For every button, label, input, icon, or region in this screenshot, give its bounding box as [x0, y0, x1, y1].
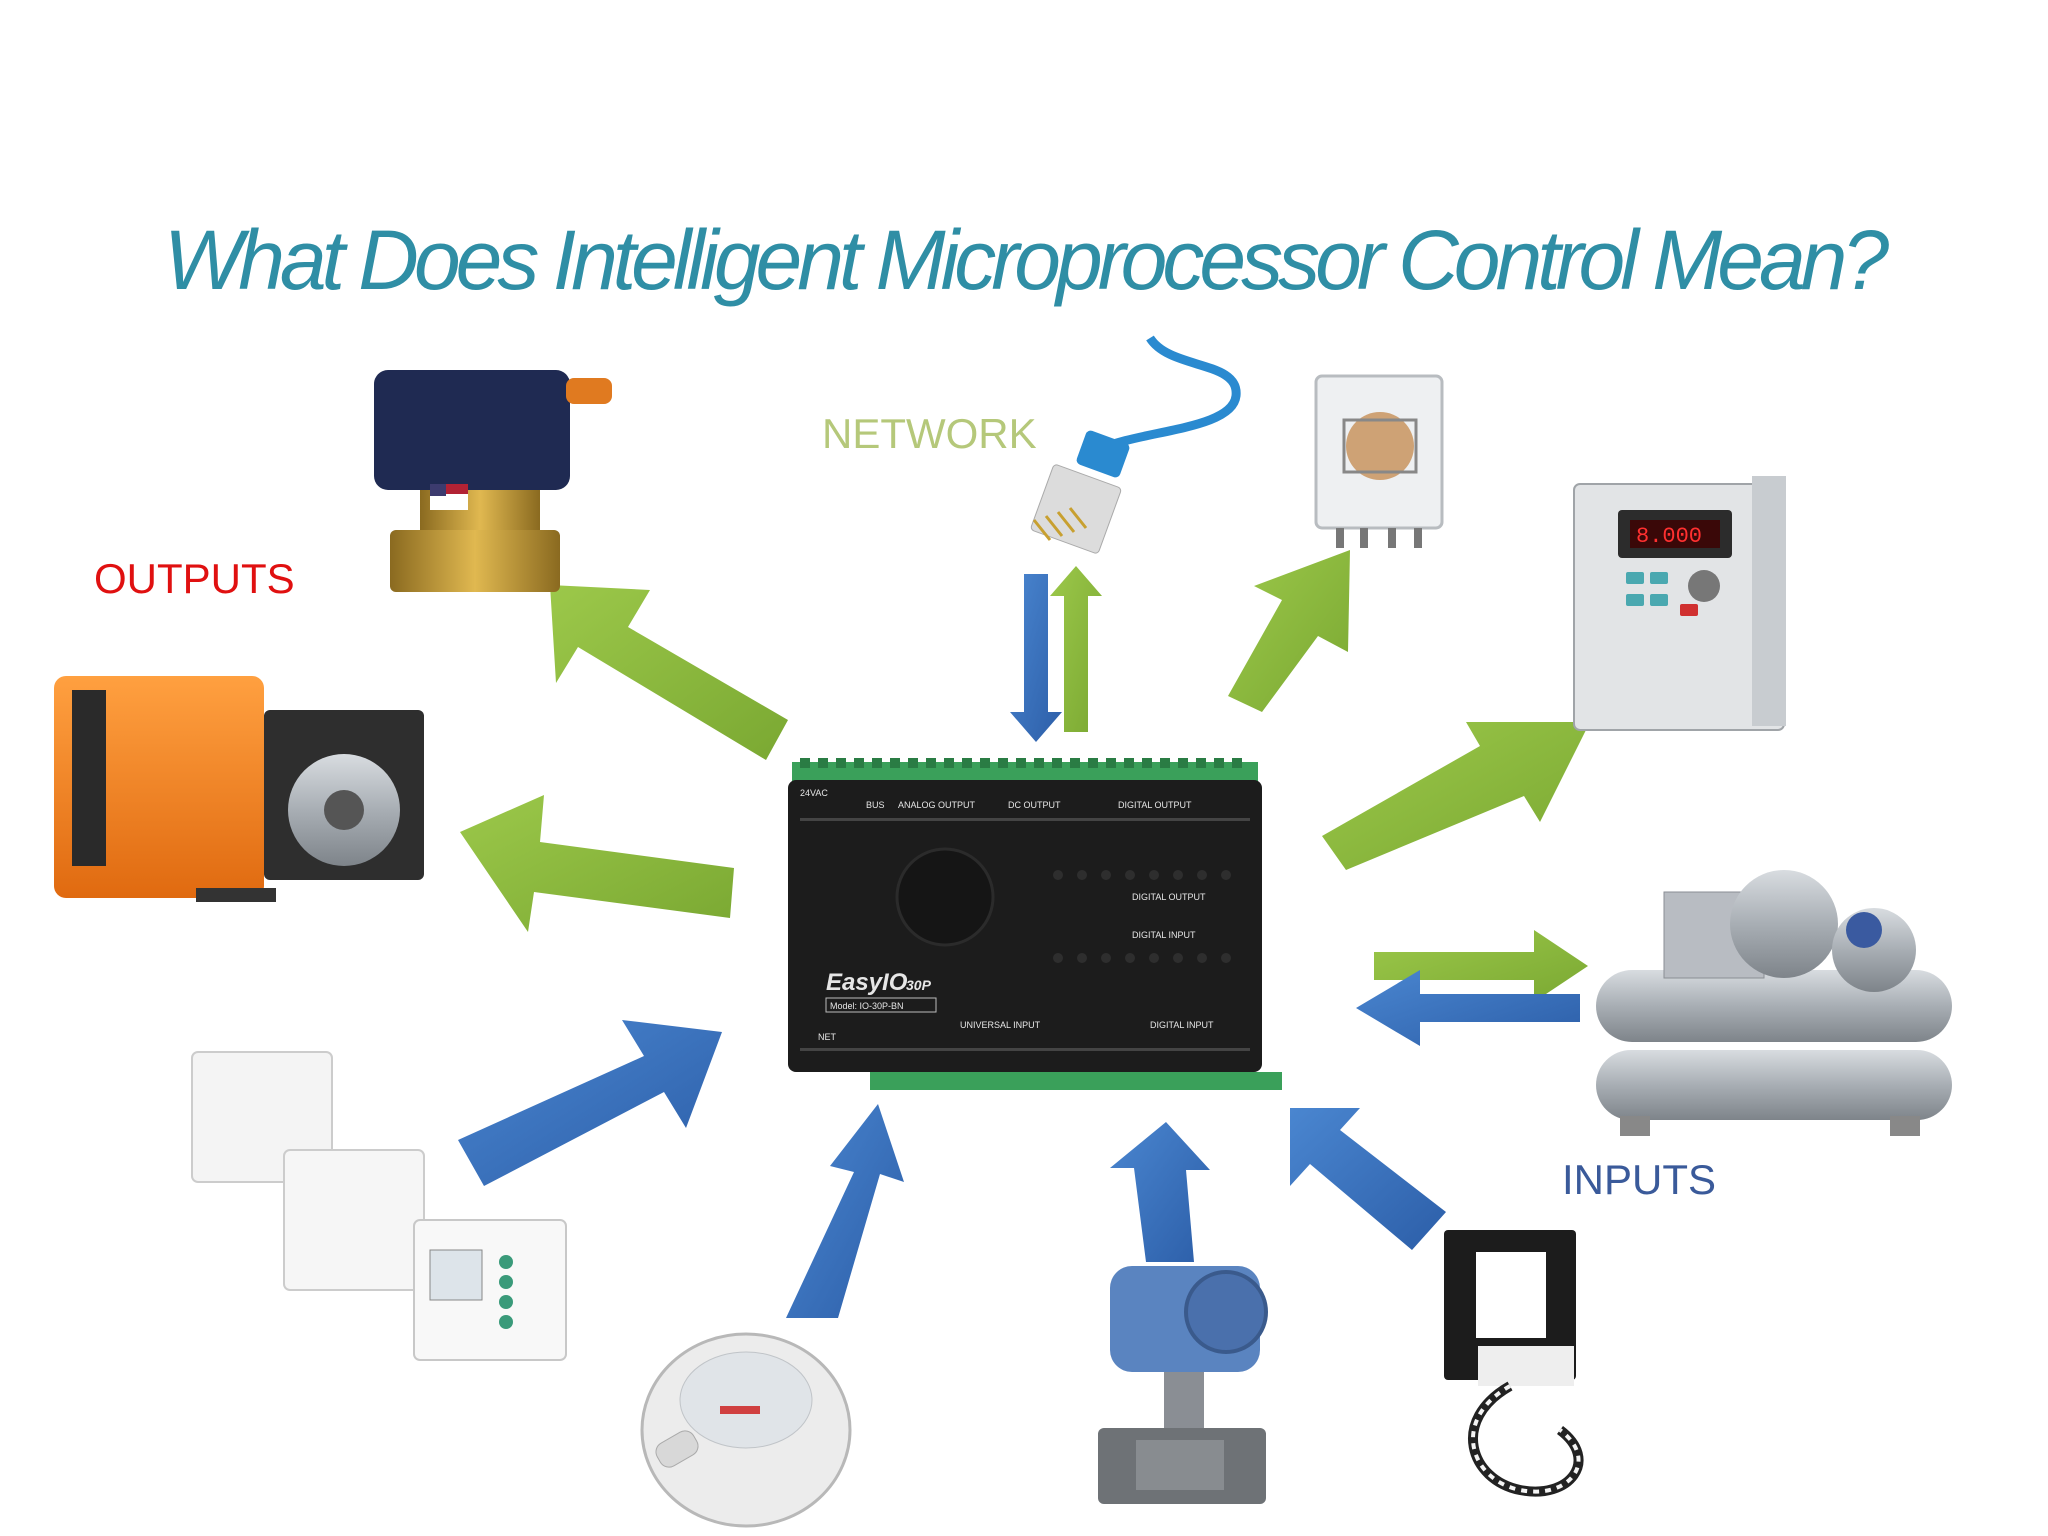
- controller-knob: [895, 847, 995, 947]
- controller-header-analog-output: ANALOG OUTPUT: [898, 800, 976, 810]
- current-transformer: [1444, 1230, 1584, 1497]
- chiller: [1596, 870, 1952, 1136]
- arrow-input-thermostats: [458, 1020, 722, 1186]
- controller-header-digital-output-2: DIGITAL OUTPUT: [1132, 892, 1206, 902]
- arrow-output-chiller: [1374, 930, 1588, 1002]
- solenoid-valve: [374, 370, 612, 592]
- room-thermostats: [191, 1051, 567, 1361]
- arrow-network-down: [1010, 574, 1062, 742]
- controller-header-digital-input: DIGITAL INPUT: [1132, 930, 1196, 940]
- inputs-label: INPUTS: [1562, 1156, 1717, 1203]
- controller-header-universal-input: UNIVERSAL INPUT: [960, 1020, 1041, 1030]
- controller-header-24vac: 24VAC: [800, 788, 828, 798]
- arrow-output-vfd: [1322, 722, 1590, 870]
- arrow-output-damper-actuator: [460, 795, 734, 932]
- arrow-network-up: [1050, 566, 1102, 732]
- relay: [1314, 374, 1444, 548]
- arrow-input-pressure-transmitter: [1110, 1122, 1210, 1262]
- controller-header-bus: BUS: [866, 800, 885, 810]
- bottom-terminal-strip: [870, 1072, 1282, 1090]
- controller-header-net: NET: [818, 1032, 837, 1042]
- network-label: NETWORK: [822, 410, 1037, 457]
- ethernet-cable: [1030, 335, 1241, 554]
- controller-body: [788, 780, 1262, 1072]
- arrow-output-relay: [1228, 550, 1350, 712]
- arrow-output-solenoid-valve: [550, 585, 788, 760]
- controller-header-dc-output: DC OUTPUT: [1008, 800, 1061, 810]
- controller-model-line: Model: IO-30P-BN: [830, 1001, 904, 1011]
- variable-frequency-drive: 8.000: [1573, 476, 1786, 731]
- arrow-input-chiller: [1356, 970, 1580, 1046]
- outputs-label: OUTPUTS: [94, 555, 295, 602]
- pressure-transmitter: [1098, 1266, 1268, 1504]
- controller-model-code: 30P: [906, 977, 932, 993]
- page-title: What Does Intelligent Microprocessor Con…: [163, 213, 1889, 307]
- differential-pressure-switch: [640, 1332, 852, 1528]
- arrow-input-current-transformer: [1290, 1108, 1446, 1250]
- easyio-controller: 24VAC BUS ANALOG OUTPUT DC OUTPUT DIGITA…: [788, 758, 1282, 1090]
- arrow-input-pressure-switch: [786, 1104, 904, 1318]
- damper-actuator: [54, 676, 424, 902]
- controller-header-digital-output: DIGITAL OUTPUT: [1118, 800, 1192, 810]
- controller-header-digital-input-2: DIGITAL INPUT: [1150, 1020, 1214, 1030]
- controller-brand: EasyIO: [826, 969, 908, 996]
- svg-text:8.000: 8.000: [1636, 524, 1702, 549]
